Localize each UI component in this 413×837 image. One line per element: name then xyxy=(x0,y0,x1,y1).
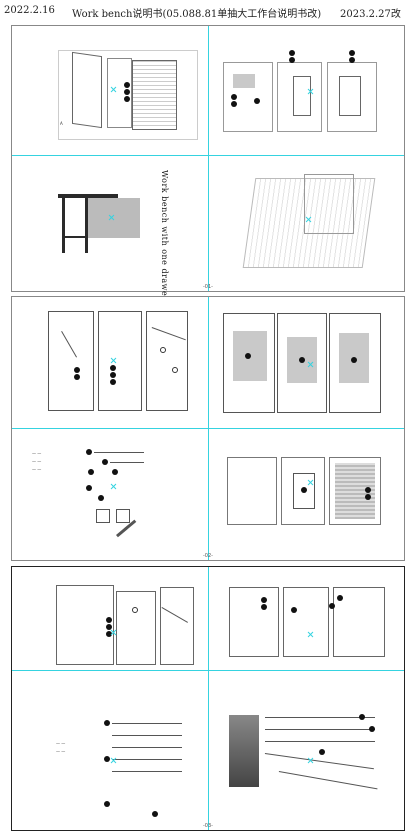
document-title: Work bench说明书(05.088.81单抽大工作台说明书改) xyxy=(72,9,322,20)
step-diagram-5 xyxy=(209,429,406,562)
right-date: 2023.2.27改 xyxy=(340,9,401,20)
sheet-3: — — — — -03- xyxy=(11,566,405,831)
step-diagram-4 xyxy=(209,297,406,428)
left-date: 2022.2.16 xyxy=(4,5,55,16)
cover-panel: Work bench with one drawer xyxy=(12,156,208,301)
step-diagram-6 xyxy=(12,567,208,670)
step-diagram-7 xyxy=(209,567,406,670)
hardware-list: — — — — xyxy=(12,671,208,832)
page-number: -03- xyxy=(203,823,213,829)
step-diagram-2 xyxy=(209,26,406,155)
product-view xyxy=(209,156,406,292)
parts-list: — — — — — — xyxy=(12,429,208,562)
sheet-2: — — — — — — -02- xyxy=(11,296,405,561)
sheet-1: A Work bench with one drawer -01- xyxy=(11,25,406,301)
step-diagram-3 xyxy=(12,297,208,428)
cover-vertical-title: Work bench with one drawer xyxy=(160,170,169,301)
panels-list xyxy=(209,671,406,832)
step-diagram-1: A xyxy=(12,26,208,155)
page-number: -01- xyxy=(203,284,213,290)
page-number: -02- xyxy=(203,553,213,559)
page-header: 2022.2.16 Work bench说明书(05.088.81单抽大工作台说… xyxy=(0,0,413,22)
